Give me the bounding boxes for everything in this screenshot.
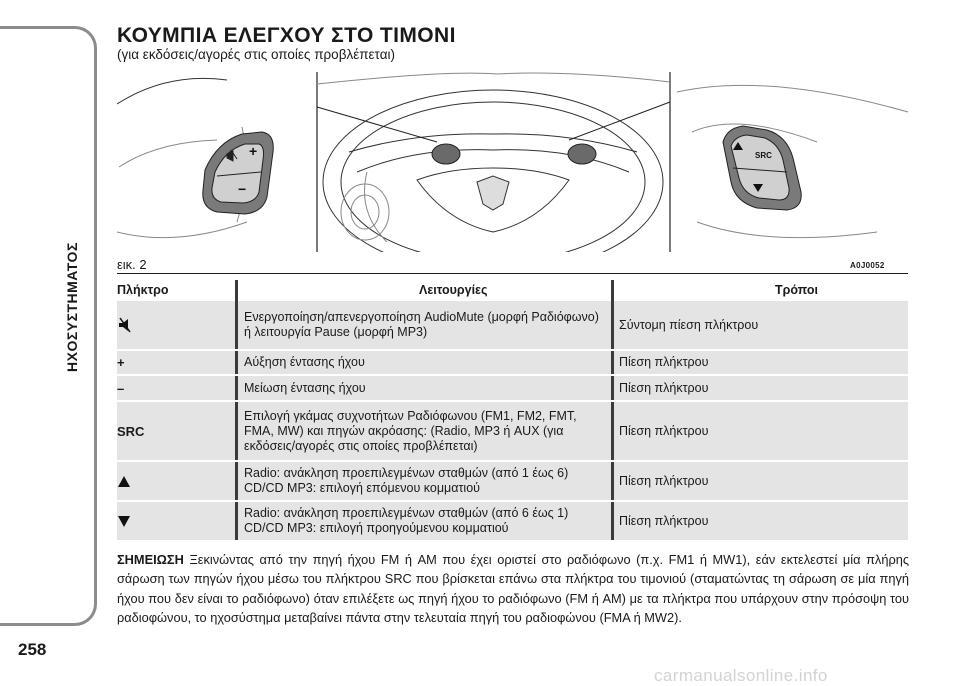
column-divider — [235, 280, 238, 301]
row-function: Μείωση έντασης ήχου — [244, 380, 366, 395]
triangle-up-icon — [733, 142, 743, 150]
chapter-label: ΗΧΟΣΥΣΤΗΜΑΤΟΣ — [64, 242, 80, 372]
row-function: Επιλογή γκάμας συχνοτήτων Ραδιόφωνου (FM… — [244, 408, 577, 453]
chapter-tab — [0, 26, 97, 626]
table-row: Ενεργοποίηση/απενεργοποίηση AudioMute (μ… — [117, 301, 908, 349]
steering-wheel-figure: + − SRC — [117, 72, 908, 252]
triangle-down-icon — [753, 184, 763, 192]
row-function: Radio: ανάκληση προεπιλεγμένων σταθμών (… — [244, 506, 569, 535]
right-controls-inset — [676, 84, 908, 239]
row-key: – — [117, 380, 125, 396]
page-title: ΚΟΥΜΠΙΑ ΕΛΕΓΧΟΥ ΣΤΟ ΤΙΜΟΝΙ — [117, 24, 456, 47]
row-mode: Πίεση πλήκτρου — [619, 355, 709, 369]
page-number: 258 — [18, 640, 47, 659]
volume-plus-label: + — [249, 143, 257, 159]
header-mode: Τρόποι — [775, 283, 818, 297]
row-mode: Πίεση πλήκτρου — [619, 423, 709, 438]
column-divider — [611, 280, 614, 301]
row-key: + — [117, 355, 125, 370]
row-mode: Πίεση πλήκτρου — [619, 473, 709, 488]
row-key: SRC — [117, 423, 145, 439]
table-row: SRC Επιλογή γκάμας συχνοτήτων Ραδιόφωνου… — [117, 402, 908, 460]
row-mode: Πίεση πλήκτρου — [619, 380, 709, 395]
left-wheel-buttons — [431, 143, 461, 165]
note-paragraph: ΣΗΜΕΙΩΣΗ Ξεκινώντας από την πηγή ήχου FM… — [117, 550, 909, 628]
triangle-up-icon — [118, 475, 130, 487]
table-header: Πλήκτρο Λειτουργίες Τρόποι — [117, 276, 908, 301]
volume-minus-label: − — [238, 181, 246, 197]
steering-wheel — [316, 72, 671, 252]
table-row: Radio: ανάκληση προεπιλεγμένων σταθμών (… — [117, 502, 908, 540]
row-mode: Σύντομη πίεση πλήκτρου — [619, 317, 759, 332]
table-row: + Αύξηση έντασης ήχου Πίεση πλήκτρου — [117, 351, 908, 374]
right-wheel-buttons — [567, 143, 597, 165]
row-mode: Πίεση πλήκτρου — [619, 513, 709, 528]
note-text: Ξεκινώντας από την πηγή ήχου FM ή AM που… — [117, 552, 910, 626]
figure-code: A0J0052 — [850, 261, 885, 270]
mute-icon — [226, 149, 238, 162]
table-row: Radio: ανάκληση προεπιλεγμένων σταθμών (… — [117, 462, 908, 500]
table-row: – Μείωση έντασης ήχου Πίεση πλήκτρου — [117, 376, 908, 400]
figure-caption: εικ. 2 — [117, 257, 147, 272]
watermark: carmanualsonline.info — [654, 666, 828, 685]
left-controls-inset — [117, 77, 274, 239]
controls-table: Πλήκτρο Λειτουργίες Τρόποι Ενεργοποίηση/… — [117, 276, 908, 542]
header-key: Πλήκτρο — [117, 283, 169, 297]
mute-icon — [119, 317, 131, 333]
figure-rule — [117, 273, 908, 274]
row-function: Αύξηση έντασης ήχου — [244, 355, 365, 369]
row-function: Radio: ανάκληση προεπιλεγμένων σταθμών (… — [244, 466, 569, 495]
note-label: ΣΗΜΕΙΩΣΗ — [117, 552, 184, 567]
src-label: SRC — [755, 151, 772, 160]
triangle-down-icon — [118, 515, 130, 527]
page-subtitle: (για εκδόσεις/αγορές στις οποίες προβλέπ… — [117, 47, 396, 62]
header-function: Λειτουργίες — [419, 283, 488, 297]
row-function: Ενεργοποίηση/απενεργοποίηση AudioMute (μ… — [244, 310, 599, 339]
